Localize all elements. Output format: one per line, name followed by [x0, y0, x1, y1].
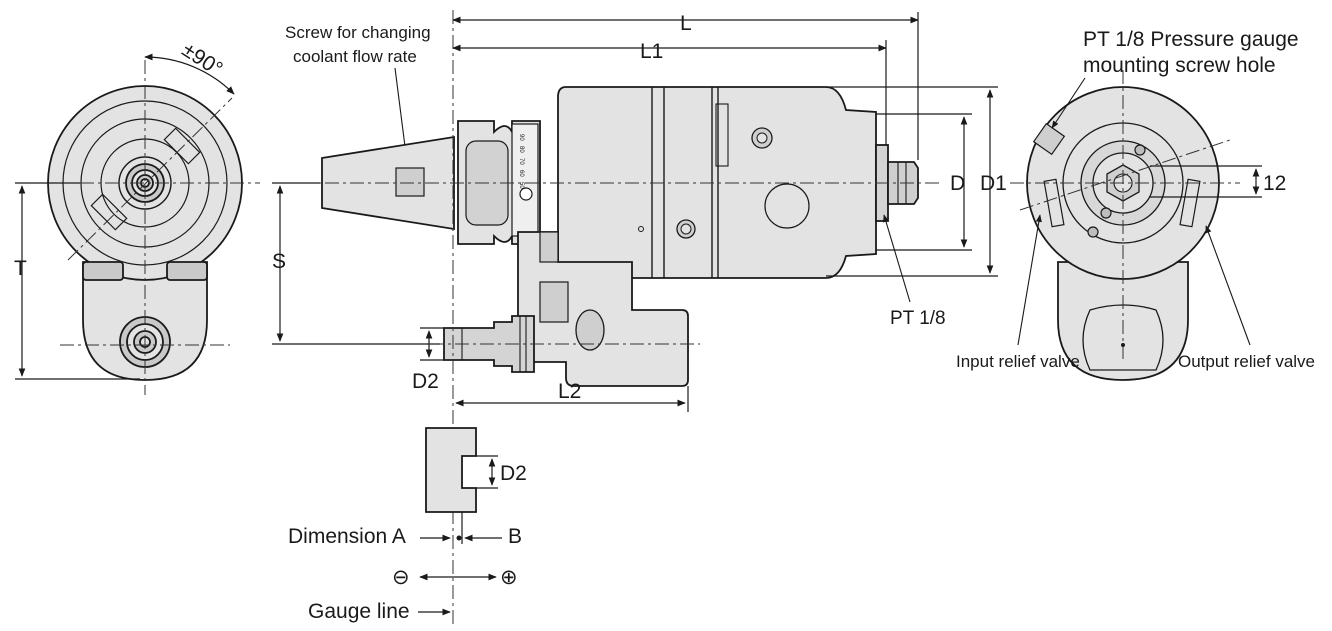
- dim-D-label: D: [950, 172, 965, 195]
- pressure-gauge-label-2: mounting screw hole: [1083, 54, 1276, 77]
- scale-ring: [511, 123, 539, 237]
- pressure-gauge-label-1: PT 1/8 Pressure gauge: [1083, 28, 1299, 51]
- scale-tick: 80: [518, 146, 524, 153]
- circled-plus-icon: ⊕: [500, 566, 518, 589]
- dim-D2-detail-label: D2: [500, 462, 527, 485]
- circled-minus-icon: ⊖: [392, 566, 410, 589]
- rotation-label: ±90°: [178, 38, 227, 81]
- output-relief-label: Output relief valve: [1178, 352, 1315, 371]
- dimension-a-label: Dimension A: [288, 525, 406, 548]
- dim-L-label: L: [680, 12, 692, 35]
- dim-L2-label: L2: [558, 380, 581, 403]
- center-side-view: [321, 86, 919, 387]
- dim-L1-label: L1: [640, 40, 663, 63]
- lower-arm: [517, 231, 689, 387]
- dim-12-label: 12: [1263, 172, 1286, 195]
- main-body: [557, 86, 877, 279]
- dim-S-label: S: [272, 250, 286, 273]
- input-relief-label: Input relief valve: [956, 352, 1080, 371]
- scale-tick: 60: [518, 170, 524, 177]
- dim-B-label: B: [508, 525, 522, 548]
- gauge-line-label: Gauge line: [308, 600, 410, 623]
- scale-ticks: 90 80 70 60 50: [518, 134, 524, 189]
- scale-tick: 50: [518, 182, 524, 189]
- scale-tick: 70: [518, 158, 524, 165]
- dim-T-label: T: [14, 257, 27, 280]
- screw-coolant-label-2: coolant flow rate: [293, 47, 417, 66]
- scale-tick: 90: [518, 134, 524, 141]
- dim-D2-label: D2: [412, 370, 439, 393]
- dim-D1-label: D1: [980, 172, 1007, 195]
- detail-view: [425, 427, 477, 513]
- screw-coolant-label-1: Screw for changing: [285, 23, 431, 42]
- pt18-label: PT 1/8: [890, 308, 946, 329]
